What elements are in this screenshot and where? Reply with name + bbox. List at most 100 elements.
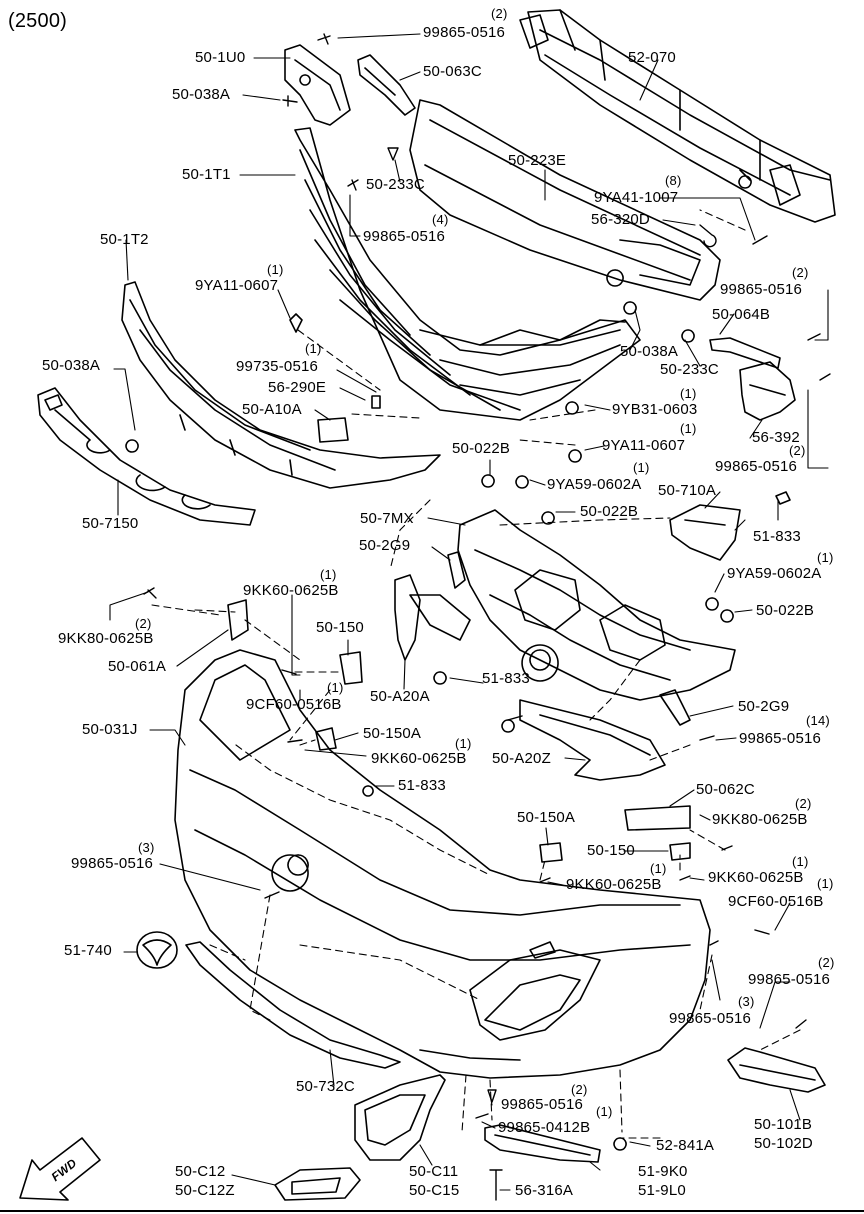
part-label[interactable]: 51-833 (753, 528, 801, 545)
part-label[interactable]: 50-7MX (360, 510, 414, 527)
quantity-label: (8) (665, 173, 682, 188)
part-label[interactable]: 50-710A (658, 482, 717, 499)
part-label[interactable]: 9CF60-0516B (728, 893, 824, 910)
part-label[interactable]: 50-2G9 (359, 537, 411, 554)
part-label[interactable]: 50-150 (587, 842, 635, 859)
quantity-label: (1) (680, 421, 697, 436)
quantity-label: (2) (792, 265, 809, 280)
part-label[interactable]: 99865-0516 (715, 458, 798, 475)
part-label[interactable]: 56-392 (752, 429, 800, 446)
part-label[interactable]: 50-1U0 (195, 49, 246, 66)
part-label[interactable]: 9KK60-0625B (566, 876, 662, 893)
part-label[interactable]: 50-1T2 (100, 231, 149, 248)
part-label[interactable]: 50-C15 (409, 1182, 460, 1199)
part-label[interactable]: 99865-0412B (498, 1119, 591, 1136)
part-label[interactable]: 50-A20A (370, 688, 430, 705)
part-label[interactable]: 50-732C (296, 1078, 355, 1095)
quantity-label: (1) (633, 460, 650, 475)
bracket-50-A20Z (519, 699, 666, 781)
quantity-label: (1) (305, 341, 322, 356)
part-label[interactable]: 50-038A (172, 86, 231, 103)
part-label[interactable]: 50-022B (452, 440, 511, 457)
part-label[interactable]: 50-C11 (409, 1163, 459, 1180)
part-label[interactable]: 50-102D (754, 1135, 813, 1152)
bracket-50-710A (669, 504, 741, 561)
part-label[interactable]: 51-740 (64, 942, 112, 959)
part-label[interactable]: 51-9K0 (638, 1163, 688, 1180)
part-label[interactable]: 50-061A (108, 658, 167, 675)
part-label[interactable]: 9YA41-1007 (594, 189, 679, 206)
absorber-50-223E (409, 99, 721, 301)
quantity-label: (1) (267, 262, 284, 277)
part-label[interactable]: 9YA11-0607 (602, 437, 686, 454)
part-label[interactable]: 9YA11-0607 (195, 277, 279, 294)
part-label[interactable]: 99865-0516 (363, 228, 446, 245)
part-label[interactable]: 50-C12Z (175, 1182, 235, 1199)
bumper-cover-50-031J (174, 649, 711, 1079)
part-label[interactable]: 50-150 (316, 619, 364, 636)
part-label[interactable]: 9KK60-0625B (371, 750, 467, 767)
fog-cover-50-C12 (274, 1167, 361, 1201)
quantity-label: (2) (818, 955, 835, 970)
assembly-lines (151, 209, 801, 1139)
bracket-50-064B (709, 337, 781, 369)
part-label[interactable]: 51-833 (398, 777, 446, 794)
bumper-reinforcement-52-070 (519, 9, 836, 223)
part-label[interactable]: 50-2G9 (738, 698, 790, 715)
part-label[interactable]: 9KK60-0625B (708, 869, 804, 886)
part-label[interactable]: 99865-0516 (669, 1010, 752, 1027)
part-label[interactable]: 9CF60-0516B (246, 696, 342, 713)
quantity-label: (3) (738, 994, 755, 1009)
part-label[interactable]: 52-070 (628, 49, 676, 66)
part-label[interactable]: 50-233C (660, 361, 719, 378)
part-label[interactable]: 9KK80-0625B (58, 630, 154, 647)
absorber-50-7150 (37, 387, 256, 526)
part-label[interactable]: 50-101B (754, 1116, 813, 1133)
part-label[interactable]: 51-833 (482, 670, 530, 687)
part-label[interactable]: 50-7150 (82, 515, 139, 532)
lower-grille-51-9K0 (484, 1124, 601, 1163)
part-label[interactable]: 50-223E (508, 152, 567, 169)
quantity-label: (2) (491, 6, 508, 21)
part-label[interactable]: 99865-0516 (501, 1096, 584, 1113)
part-label[interactable]: 50-038A (620, 343, 679, 360)
part-label[interactable]: 50-022B (756, 602, 815, 619)
part-label[interactable]: 99865-0516 (71, 855, 154, 872)
part-label[interactable]: 50-031J (82, 721, 138, 738)
quantity-label: (1) (650, 861, 667, 876)
part-label[interactable]: 50-233C (366, 176, 425, 193)
part-label[interactable]: 50-A20Z (492, 750, 551, 767)
part-label[interactable]: 99865-0516 (423, 24, 506, 41)
part-label[interactable]: 99865-0516 (748, 971, 831, 988)
part-label[interactable]: 99865-0516 (739, 730, 822, 747)
part-label[interactable]: 56-316A (515, 1182, 574, 1199)
part-label[interactable]: 50-1T1 (182, 166, 231, 183)
part-label[interactable]: 50-022B (580, 503, 639, 520)
part-label[interactable]: 50-150A (517, 809, 576, 826)
radiator-grille-50-1T1 (294, 127, 641, 421)
part-label[interactable]: 99865-0516 (720, 281, 803, 298)
molding-50-732C (185, 941, 401, 1069)
small-clips (125, 301, 791, 1151)
part-label[interactable]: 56-290E (268, 379, 327, 396)
part-label[interactable]: 9KK80-0625B (712, 811, 808, 828)
part-label[interactable]: 9YA59-0602A (727, 565, 822, 582)
quantity-label: (2) (571, 1082, 588, 1097)
part-label[interactable]: 50-063C (423, 63, 482, 80)
part-label[interactable]: 50-064B (712, 306, 771, 323)
bumper-upper-50-1T2 (121, 281, 441, 489)
part-label[interactable]: 9KK60-0625B (243, 582, 339, 599)
part-label[interactable]: 9YB31-0603 (612, 401, 698, 418)
part-label[interactable]: 9YA59-0602A (547, 476, 642, 493)
part-label[interactable]: 50-A10A (242, 401, 302, 418)
part-label[interactable]: 51-9L0 (638, 1182, 686, 1199)
part-label[interactable]: 50-C12 (175, 1163, 226, 1180)
part-label[interactable]: 50-038A (42, 357, 101, 374)
quantity-label: (2) (795, 796, 812, 811)
part-label[interactable]: 99735-0516 (236, 358, 319, 375)
part-label[interactable]: 56-320D (591, 211, 650, 228)
part-label[interactable]: 52-841A (656, 1137, 715, 1154)
part-label[interactable]: 50-150A (363, 725, 422, 742)
part-label[interactable]: 50-062C (696, 781, 755, 798)
